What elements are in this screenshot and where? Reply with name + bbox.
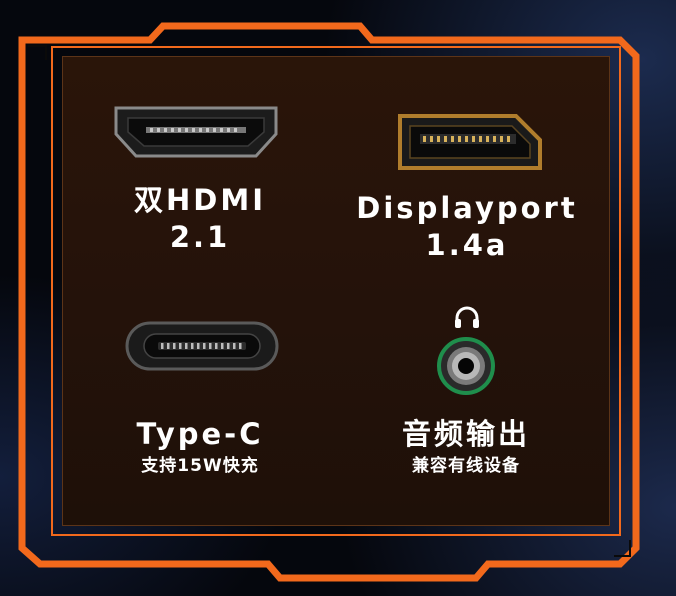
- displayport-title: Displayport: [356, 191, 578, 225]
- displayport-icon: [398, 114, 542, 170]
- headphone-icon: [455, 306, 479, 328]
- typec-subtitle: 支持15W快充: [141, 456, 259, 476]
- audio-jack-icon: [437, 337, 495, 395]
- hdmi-port-icon: [114, 106, 278, 158]
- audio-label: 音频输出 兼容有线设备: [366, 416, 566, 477]
- audio-subtitle: 兼容有线设备: [412, 456, 520, 476]
- typec-label: Type-C 支持15W快充: [100, 416, 300, 477]
- displayport-label: Displayport 1.4a: [346, 190, 588, 264]
- displayport-version: 1.4a: [425, 228, 509, 262]
- audio-title: 音频输出: [401, 417, 530, 451]
- hdmi-title: 双HDMI: [134, 183, 266, 217]
- typec-title: Type-C: [136, 417, 264, 451]
- usb-c-port-icon: [125, 321, 279, 371]
- hdmi-version: 2.1: [169, 220, 231, 254]
- hdmi-label: 双HDMI 2.1: [100, 182, 300, 256]
